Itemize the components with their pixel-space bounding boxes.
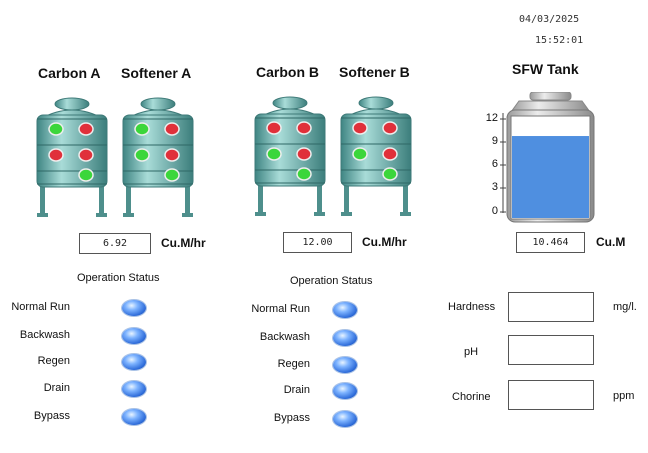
status-a-drain-indicator	[122, 381, 146, 397]
status-a-backwash-indicator	[122, 328, 146, 344]
tank-inner-readout: 10.464	[534, 120, 567, 130]
softener-a-led-1-green	[134, 122, 150, 136]
operation-status-b-title: Operation Status	[290, 275, 373, 287]
status-a-bypass-indicator	[122, 409, 146, 425]
carbon-b-led-2-red	[296, 121, 312, 135]
tank-scale-tick-3: 3	[491, 181, 498, 193]
chlorine-label: Chorine	[452, 391, 491, 403]
chlorine-field[interactable]	[508, 380, 594, 410]
flow-a-unit: Cu.M/hr	[161, 236, 206, 250]
tank-level-unit: Cu.M	[596, 235, 626, 249]
softener-a-title: Softener A	[121, 65, 192, 81]
softener-b-led-4-red	[382, 147, 398, 161]
status-a-backwash-label: Backwash	[19, 329, 70, 341]
status-b-drain-indicator	[333, 383, 357, 399]
flow-a-value: 6.92	[79, 233, 151, 254]
carbon-b-led-3-green	[266, 147, 282, 161]
softener-a-led-5-green	[164, 168, 180, 182]
chlorine-unit: ppm	[613, 390, 635, 402]
status-b-backwash-indicator	[333, 330, 357, 346]
date-display: 04/03/2025	[519, 14, 580, 25]
softener-a-led-2-red	[164, 122, 180, 136]
status-b-normal-run-label: Normal Run	[251, 303, 310, 315]
status-b-regen-indicator	[333, 357, 357, 373]
softener-b-title: Softener B	[339, 64, 410, 80]
status-b-regen-label: Regen	[277, 358, 310, 370]
softener-b-vessel	[340, 96, 412, 216]
status-b-bypass-label: Bypass	[273, 412, 310, 424]
flow-b-unit: Cu.M/hr	[362, 235, 407, 249]
softener-a-led-4-red	[164, 148, 180, 162]
status-b-backwash-label: Backwash	[259, 331, 310, 343]
operation-status-a-title: Operation Status	[77, 272, 160, 284]
softener-a-vessel	[122, 97, 194, 217]
carbon-b-vessel	[254, 96, 326, 216]
carbon-a-led-4-red	[78, 148, 94, 162]
ph-label: pH	[464, 346, 479, 358]
carbon-a-led-1-green	[48, 122, 64, 136]
softener-b-led-1-red	[352, 121, 368, 135]
status-a-bypass-label: Bypass	[33, 410, 70, 422]
softener-b-led-5-green	[382, 167, 398, 181]
carbon-b-title: Carbon B	[256, 64, 319, 80]
status-b-bypass-indicator	[333, 411, 357, 427]
carbon-a-vessel	[36, 97, 108, 217]
flow-b-value: 12.00	[283, 232, 352, 253]
carbon-b-led-4-red	[296, 147, 312, 161]
carbon-b-led-5-green	[296, 167, 312, 181]
status-a-normal-run-label: Normal Run	[11, 301, 70, 313]
softener-a-led-3-green	[134, 148, 150, 162]
tank-scale-tick-9: 9	[491, 135, 498, 147]
tank-scale-tick-12: 12	[485, 112, 498, 124]
status-a-normal-run-indicator	[122, 300, 146, 316]
softener-b-led-3-green	[352, 147, 368, 161]
carbon-a-led-5-green	[78, 168, 94, 182]
hardness-unit: mg/l.	[613, 301, 637, 313]
tank-water-level	[512, 136, 589, 218]
carbon-a-led-3-red	[48, 148, 64, 162]
sfw-tank-title: SFW Tank	[512, 61, 579, 77]
hardness-field[interactable]	[508, 292, 594, 322]
tank-scale-tick-6: 6	[491, 158, 498, 170]
ph-field[interactable]	[508, 335, 594, 365]
time-display: 15:52:01	[535, 35, 584, 46]
carbon-a-title: Carbon A	[38, 65, 101, 81]
status-b-normal-run-indicator	[333, 302, 357, 318]
carbon-b-led-1-red	[266, 121, 282, 135]
carbon-a-led-2-red	[78, 122, 94, 136]
softener-b-led-2-red	[382, 121, 398, 135]
status-a-regen-label: Regen	[37, 355, 70, 367]
sfw-tank-graphic: 10.464	[506, 92, 595, 223]
status-a-drain-label: Drain	[43, 382, 70, 394]
hardness-label: Hardness	[448, 301, 496, 313]
tank-scale-tick-0: 0	[491, 205, 498, 217]
tank-level-value: 10.464	[516, 232, 585, 253]
status-a-regen-indicator	[122, 354, 146, 370]
status-b-drain-label: Drain	[283, 384, 310, 396]
tank-scale-ticks	[500, 113, 506, 213]
